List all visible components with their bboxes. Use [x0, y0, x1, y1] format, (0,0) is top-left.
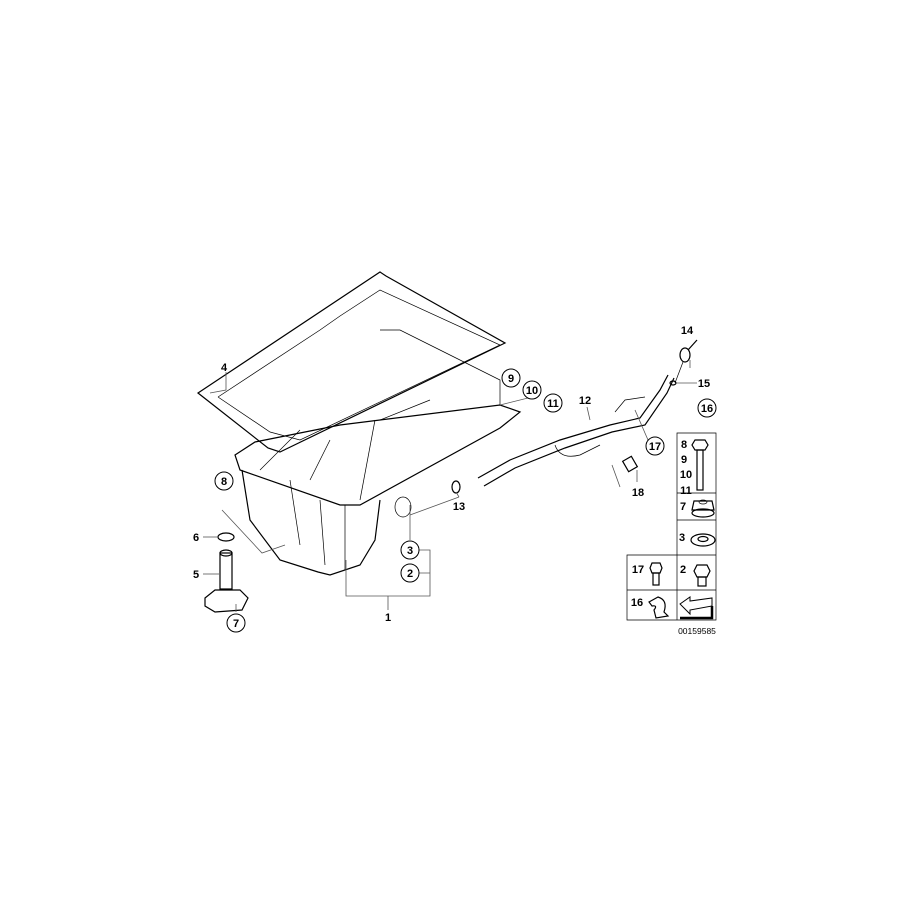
legend-label-16: 16: [631, 597, 643, 609]
label-1: 1: [385, 612, 391, 624]
arrow-icon: [679, 596, 714, 620]
legend-label-11: 11: [680, 485, 692, 497]
legend-label-2: 2: [680, 564, 686, 576]
fastener-legend: 8 9 10 11 7 3 17 2 16: [626, 432, 717, 621]
label-15: 15: [698, 378, 710, 390]
label-9: 9: [508, 373, 514, 385]
label-10: 10: [526, 385, 538, 397]
label-12: 12: [579, 395, 591, 407]
legend-label-7: 7: [680, 501, 686, 513]
callout-circle-7: [226, 613, 246, 633]
dipstick-part-14: [669, 339, 698, 386]
callout-circle-9: [501, 368, 521, 388]
nut-icon: [691, 499, 715, 518]
label-16: 16: [701, 403, 713, 415]
callout-circle-8: [214, 471, 234, 491]
legend-label-9: 9: [681, 454, 687, 466]
legend-label-10: 10: [680, 469, 692, 481]
callout-circle-2: [400, 563, 420, 583]
legend-label-3: 3: [679, 532, 685, 544]
callout-circle-11: [543, 393, 563, 413]
label-17: 17: [649, 441, 661, 453]
callout-circle-3: [400, 540, 420, 560]
gasket-part-4: [196, 271, 507, 453]
bolt-icon: [691, 439, 709, 491]
label-5: 5: [193, 569, 199, 581]
screw-2-icon: [693, 564, 711, 587]
callout-circle-17: [645, 436, 665, 456]
o-ring-part-13: [451, 480, 461, 494]
label-18: 18: [632, 487, 644, 499]
callout-circle-10: [522, 380, 542, 400]
label-4: 4: [221, 362, 228, 374]
clip-icon: [648, 596, 670, 619]
leader-lines: [203, 360, 697, 612]
oil-pan-part-1: [234, 329, 522, 576]
label-2: 2: [407, 568, 413, 580]
screw-17-icon: [649, 562, 663, 586]
label-8: 8: [221, 476, 227, 488]
label-13: 13: [453, 501, 465, 513]
legend-label-8: 8: [681, 439, 687, 451]
oil-level-sensor-part-5: [204, 532, 249, 613]
dipstick-tube-part-12: [477, 374, 675, 487]
label-7: 7: [233, 618, 239, 630]
legend-label-17: 17: [632, 564, 644, 576]
label-6: 6: [193, 532, 199, 544]
label-14: 14: [681, 325, 694, 337]
label-3: 3: [407, 545, 413, 557]
label-11: 11: [547, 398, 559, 410]
washer-icon: [690, 533, 716, 547]
drawing-code: 00159585: [678, 626, 716, 636]
callout-circle-16: [697, 398, 717, 418]
